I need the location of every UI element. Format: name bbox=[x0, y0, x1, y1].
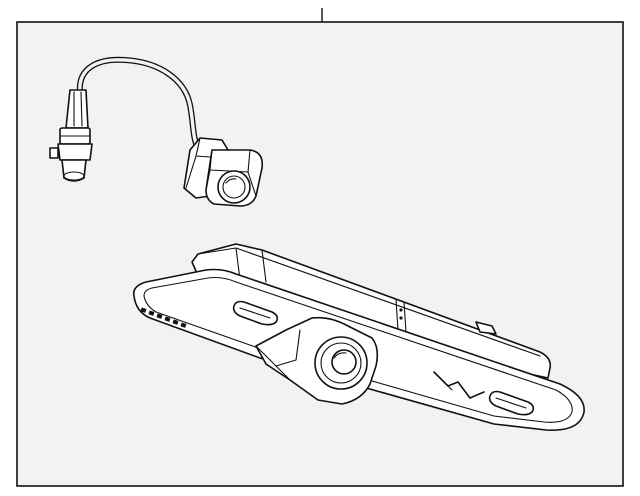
callout-number: 1 bbox=[322, 8, 323, 10]
housing-icon bbox=[132, 243, 585, 431]
connector-icon bbox=[49, 89, 93, 182]
camera-icon bbox=[183, 137, 264, 207]
cable-icon bbox=[76, 56, 203, 155]
vent-slots bbox=[140, 307, 187, 328]
